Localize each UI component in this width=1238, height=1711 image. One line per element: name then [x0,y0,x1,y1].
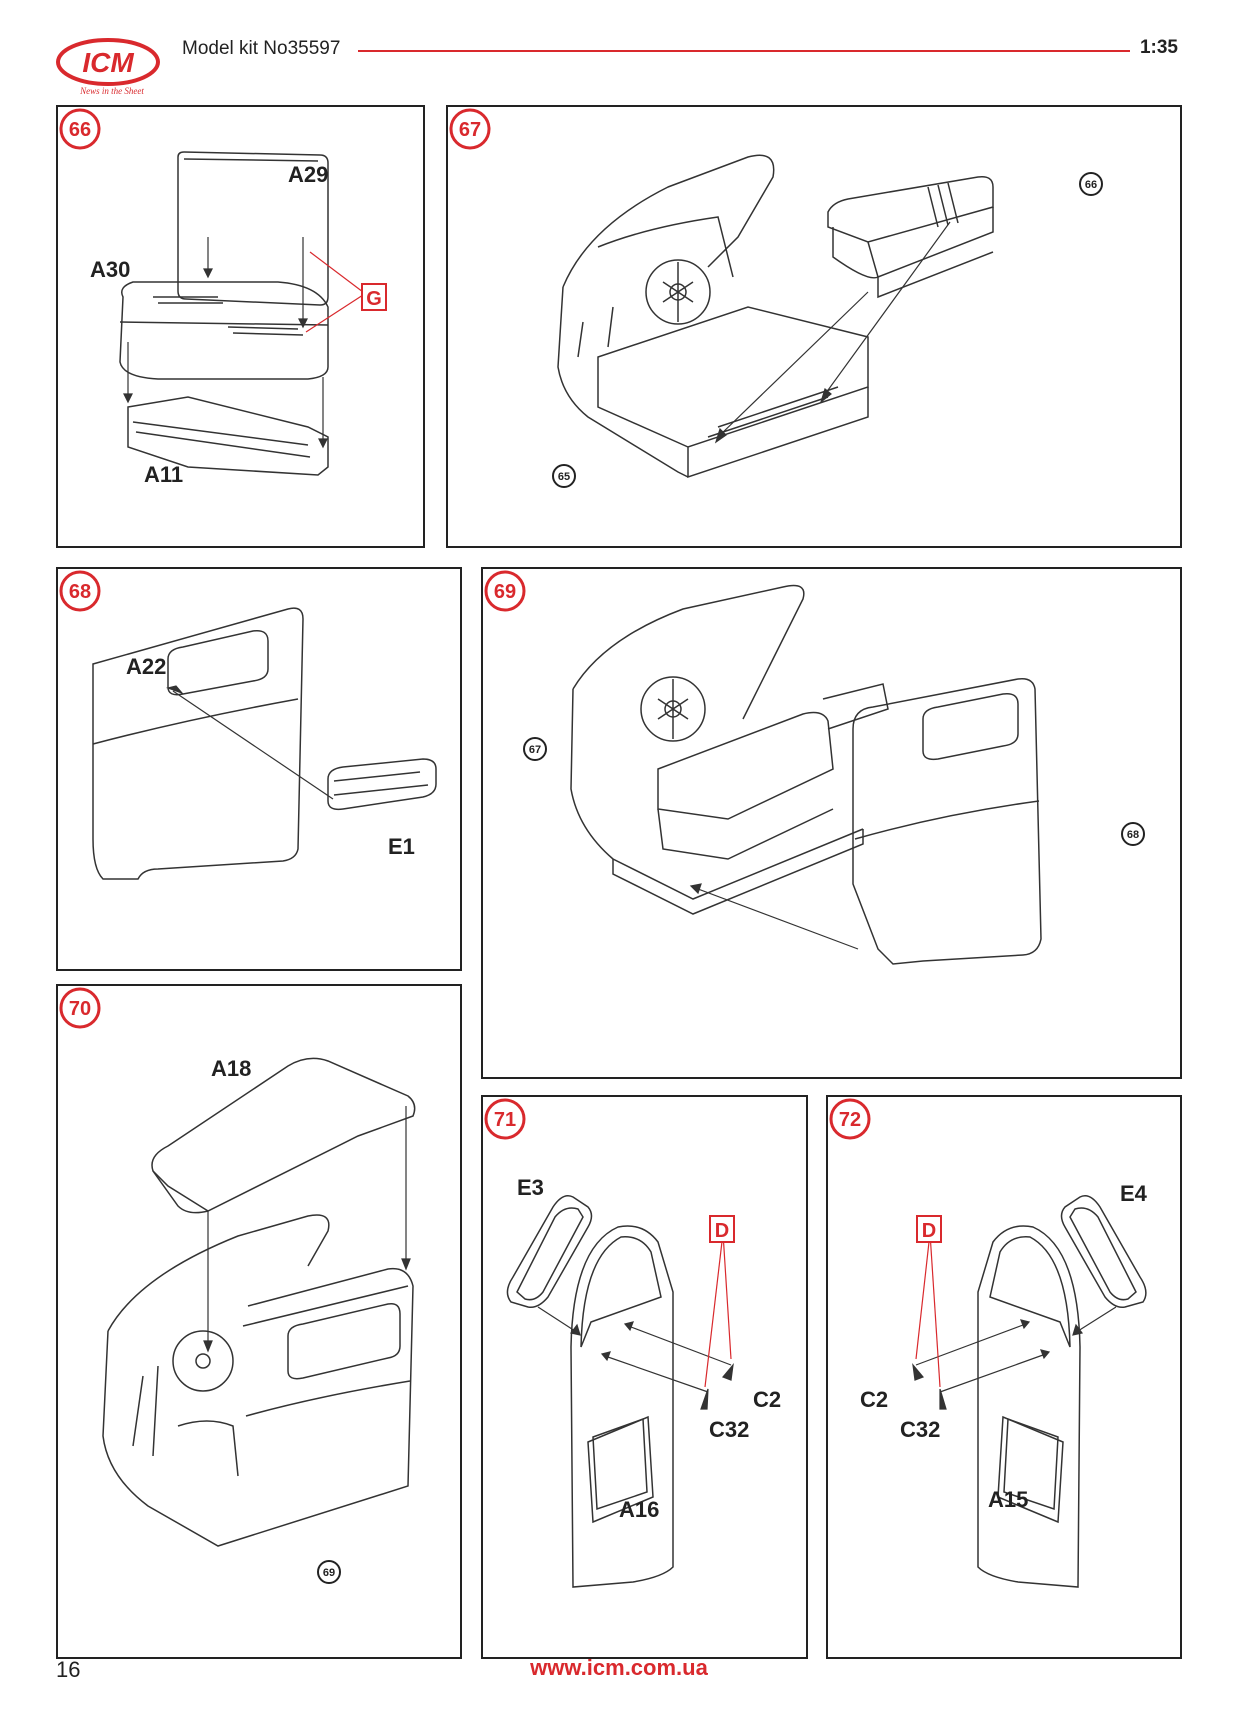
header-title: Model kit No35597 [182,38,341,59]
part-label-e1: E1 [388,834,415,859]
part-label-a18: A18 [211,1056,252,1081]
roof-assembly-drawing [102,1057,416,1547]
icm-logo: ICM News in the Sheet [56,38,160,96]
step-69-panel: 69 67 68 [481,567,1182,1079]
step-70-badge: 70 [59,987,101,1029]
svg-text:70: 70 [69,998,91,1020]
step-67-panel: 67 66 65 [446,105,1182,548]
cab-floor-drawing [557,154,994,479]
bench-seat-drawing [119,151,364,476]
step-72-badge: 72 [829,1098,871,1140]
part-label-a22: A22 [126,654,167,679]
part-label-c2: C2 [753,1387,782,1412]
step-68-badge: 68 [59,570,101,612]
part-label-e3: E3 [517,1175,544,1200]
logo-text: ICM [82,47,134,78]
step-71-badge: 71 [484,1098,526,1140]
part-label-c2: C2 [860,1387,889,1412]
step-67-badge: 67 [449,108,491,150]
step-71-panel: 71 E3 D C2 C32 A16 [481,1095,808,1659]
step-66-panel: 66 A29 A30 A11 G [56,105,425,548]
paint-code-d: D [916,1215,942,1243]
part-label-a15: A15 [988,1487,1029,1512]
svg-text:67: 67 [459,119,481,141]
svg-text:71: 71 [494,1109,516,1131]
part-label-a16: A16 [619,1497,660,1522]
part-label-c32: C32 [900,1417,941,1442]
step-70-panel: 70 A18 69 [56,984,462,1659]
ref-circle-66: 66 [1079,172,1103,196]
paint-code-g: G [361,283,387,311]
ref-circle-68: 68 [1121,822,1145,846]
ref-circle-67: 67 [523,737,547,761]
svg-text:72: 72 [839,1109,861,1131]
part-label-a11: A11 [144,462,184,487]
page-number: 16 [56,1657,81,1682]
step-72-panel: 72 E4 D C2 C32 A15 [826,1095,1182,1659]
part-label-a29: A29 [288,162,329,187]
cab-assembly-drawing [570,584,1042,965]
part-label-c32: C32 [709,1417,750,1442]
header-divider [358,50,1130,52]
header-scale: 1:35 [1139,37,1178,58]
ref-circle-69: 69 [317,1560,341,1584]
side-panel-drawing [92,607,437,880]
svg-text:69: 69 [494,581,516,603]
part-label-a30: A30 [90,257,131,282]
paint-code-d: D [709,1215,735,1243]
part-label-e4: E4 [1120,1181,1147,1206]
ref-circle-65: 65 [552,464,576,488]
right-door-drawing [912,1195,1147,1588]
logo-slogan: News in the Sheet [79,86,144,96]
left-door-drawing [506,1195,734,1588]
svg-text:68: 68 [69,581,91,603]
step-66-badge: 66 [59,108,101,150]
step-68-panel: 68 A22 E1 [56,567,462,971]
step-69-badge: 69 [484,570,526,612]
svg-text:66: 66 [69,119,91,141]
website-link[interactable]: www.icm.com.ua [530,1655,708,1680]
